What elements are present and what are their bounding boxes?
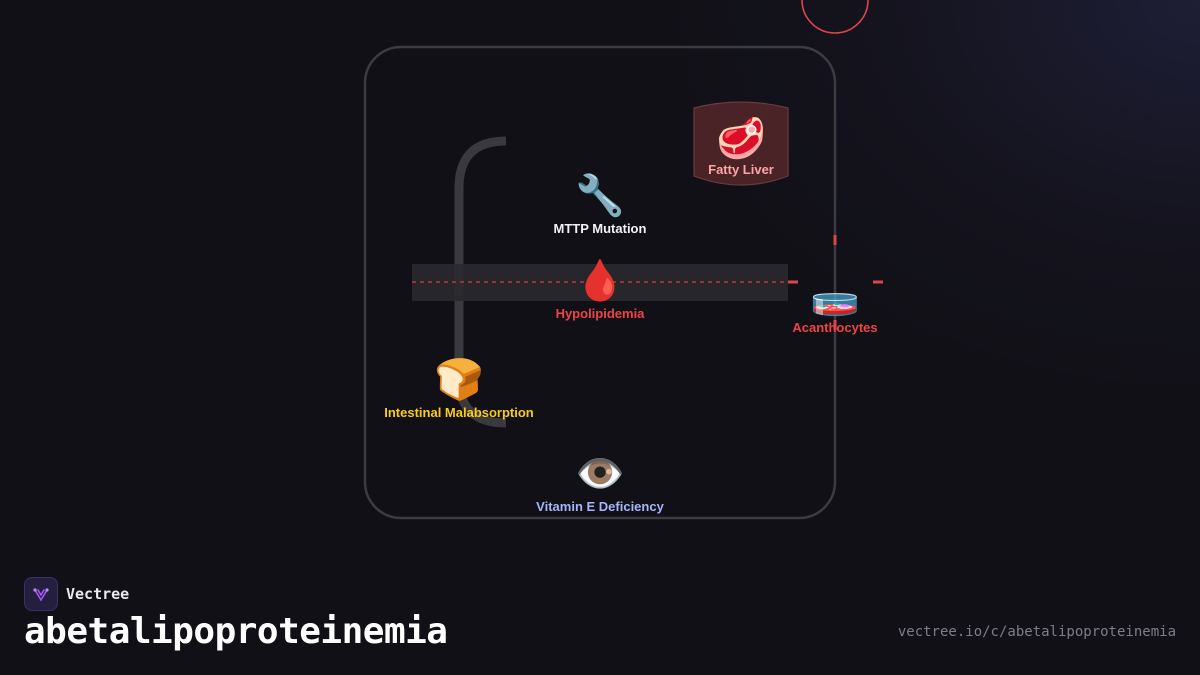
hypolipidemia-label: Hypolipidemia <box>555 306 645 321</box>
acanthocytes-label: Acanthocytes <box>792 320 878 335</box>
petri-dish-icon: 🧫 <box>810 272 860 318</box>
wrench-icon: 🔧 <box>575 173 625 219</box>
intestinal-malabsorption-label: Intestinal Malabsorption <box>384 405 534 420</box>
bread-icon: 🍞 <box>434 357 484 403</box>
node-acanthocytes[interactable]: 🧫 Acanthocytes <box>725 272 945 335</box>
node-hypolipidemia[interactable]: 🩸 Hypolipidemia <box>490 258 710 321</box>
node-mttp-mutation[interactable]: 🔧 MTTP Mutation <box>490 173 710 236</box>
vitamin-e-deficiency-label: Vitamin E Deficiency <box>536 499 664 514</box>
node-intestinal-malabsorption[interactable]: 🍞 Intestinal Malabsorption <box>349 357 569 420</box>
fatty-liver-label: Fatty Liver <box>708 162 774 177</box>
meat-icon: 🥩 <box>716 116 766 162</box>
vectree-logo-icon <box>24 577 58 611</box>
top-circle-accent <box>801 0 869 34</box>
node-fatty-liver[interactable]: 🥩 Fatty Liver <box>631 116 851 177</box>
diagram-frame <box>363 45 837 520</box>
mttp-mutation-label: MTTP Mutation <box>553 221 647 236</box>
eye-icon: 👁️ <box>575 451 625 497</box>
page-title: abetalipoproteinemia <box>24 611 448 652</box>
acanthocytes-crosshair <box>788 235 883 330</box>
blood-drop-icon: 🩸 <box>575 258 625 304</box>
node-vitamin-e-deficiency[interactable]: 👁️ Vitamin E Deficiency <box>490 451 710 514</box>
fatty-liver-shield <box>693 101 789 186</box>
brand[interactable]: Vectree <box>24 577 129 611</box>
source-url[interactable]: vectree.io/c/abetalipoproteinemia <box>897 624 1176 640</box>
brand-name: Vectree <box>66 585 130 603</box>
